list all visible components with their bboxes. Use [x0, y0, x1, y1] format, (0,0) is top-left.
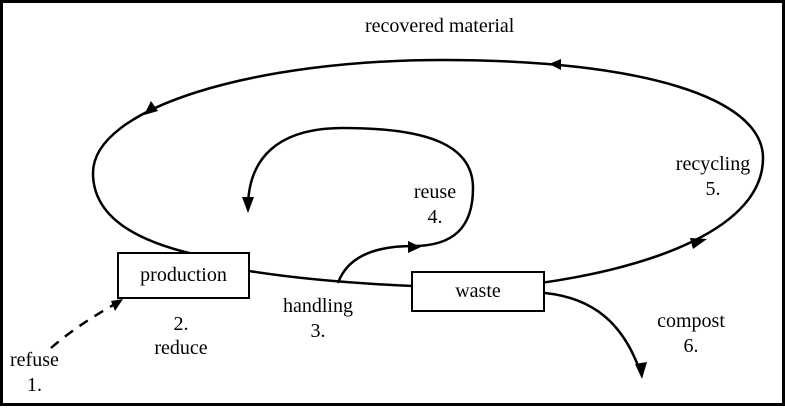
- refuse-dashed-line: [50, 301, 118, 349]
- compost-label: compost: [657, 310, 725, 332]
- arrowhead-recovered-top: [549, 59, 561, 70]
- arrowhead-compost: [635, 362, 647, 379]
- refuse-label: refuse: [10, 349, 59, 371]
- arrowhead-recovered-left: [144, 101, 158, 115]
- recovered-material-label: recovered material: [365, 15, 515, 37]
- recycling-label: recycling: [675, 153, 751, 175]
- flow-lines: [50, 58, 765, 379]
- arrowhead-reuse-return: [242, 197, 254, 213]
- refuse-number: 1.: [27, 374, 42, 396]
- reuse-loop: [246, 126, 475, 284]
- recovered-material-loop: [91, 58, 765, 286]
- reuse-label: reuse: [413, 181, 457, 203]
- arrowhead-refuse: [111, 299, 123, 311]
- waste-box: waste: [411, 271, 545, 312]
- production-box: production: [117, 252, 250, 299]
- reduce-label: reduce: [154, 337, 208, 359]
- arrowhead-recycling: [690, 238, 707, 249]
- compost-number: 6.: [683, 335, 699, 357]
- arrowhead-reuse: [408, 241, 421, 253]
- reduce-number: 2.: [173, 313, 189, 335]
- handling-number: 3.: [310, 320, 326, 342]
- compost-line: [544, 291, 642, 372]
- handling-label: handling: [283, 295, 353, 317]
- reuse-number: 4.: [427, 206, 443, 228]
- main-flow-line: [248, 269, 414, 288]
- recycling-number: 5.: [705, 178, 721, 200]
